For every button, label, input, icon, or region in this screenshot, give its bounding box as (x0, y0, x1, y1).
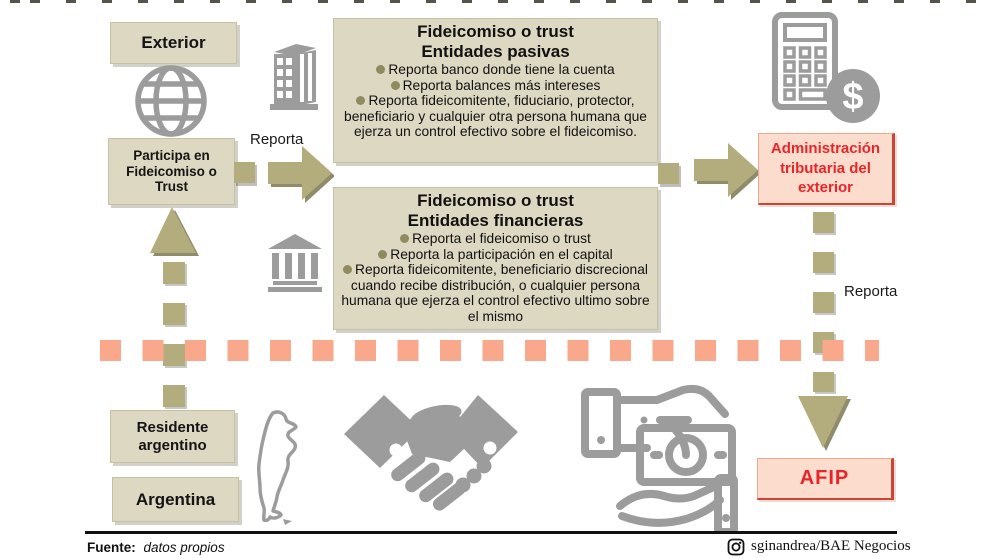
bullet-text: Reporta la participación en el capital (390, 246, 613, 262)
bank-icon (268, 234, 322, 292)
top-dashed-line (0, 0, 992, 3)
bullet-item: Reporta fideicomitente, fiduciario, prot… (338, 93, 653, 139)
credit-text: sginandrea/BAE Negocios (751, 538, 911, 554)
bullet-text: Reporta fideicomitente, beneficiario dis… (341, 262, 650, 324)
bullet-text: Reporta balances más intereses (402, 77, 601, 93)
reporta-label-right: Reporta (844, 283, 898, 300)
exterior-box: Exterior (110, 22, 237, 64)
argentina-box: Argentina (112, 477, 239, 522)
bullet-text: Reporta el fideicomiso o trust (412, 231, 591, 247)
dotted-connector-right (813, 212, 834, 392)
afip-label: AFIP (799, 467, 850, 489)
participa-box: Participa en Fideicomiso o Trust (108, 138, 235, 205)
source-label: Fuente: (87, 540, 136, 555)
arrow-down-icon (798, 396, 851, 451)
admin-tributaria-label: Administración tributaria del exterior (770, 140, 881, 197)
residente-label: Residente argentino (136, 418, 209, 454)
footer-rule (85, 531, 897, 534)
bullet-icon (400, 234, 410, 244)
source-line: Fuente: datos propios (87, 540, 225, 555)
entidades-pasivas-box: Fideicomiso o trust Entidades pasivas Re… (333, 18, 658, 163)
box-subtitle: Entidades financieras (407, 210, 584, 230)
connector-square-left (234, 162, 255, 183)
source-value: datos propios (143, 540, 225, 555)
argentina-map (256, 410, 298, 525)
participa-label: Participa en Fideicomiso o Trust (126, 147, 217, 195)
reporta-arrow-right-icon (694, 143, 760, 200)
reporta-label-left: Reporta (250, 131, 304, 148)
bullet-icon (343, 265, 353, 275)
bullet-item: Reporta fideicomitente, beneficiario dis… (338, 262, 653, 324)
arrow-up-icon (150, 207, 199, 256)
admin-tributaria-box: Administración tributaria del exterior (758, 133, 895, 205)
box-subtitle: Entidades pasivas (421, 41, 570, 61)
bullet-icon (376, 65, 386, 75)
bullet-icon (356, 96, 366, 106)
svg-text:$: $ (842, 76, 863, 118)
bullet-icon (378, 249, 388, 259)
bullet-icon (390, 80, 400, 90)
bullet-item: Reporta el fideicomiso o trust (338, 231, 653, 246)
calculator-icon: $ (772, 12, 880, 123)
dollar-icon (826, 69, 880, 123)
exterior-label: Exterior (141, 33, 206, 52)
connector-square-right (658, 163, 679, 184)
entidades-financieras-box: Fideicomiso o trust Entidades financiera… (333, 187, 658, 330)
afip-box: AFIP (757, 458, 894, 500)
bullet-item: Reporta la participación en el capital (338, 247, 653, 262)
border-dashed-line (100, 340, 879, 361)
bullet-text: Reporta fideicomitente, fiduciario, prot… (344, 93, 647, 140)
instagram-icon (727, 538, 745, 556)
box-title: Fideicomiso o trust (417, 22, 574, 41)
argentina-label: Argentina (135, 489, 216, 509)
money-transfer-icon (581, 384, 738, 534)
box-title: Fideicomiso o trust (417, 191, 574, 210)
handshake-icon (344, 395, 518, 511)
residente-box: Residente argentino (110, 410, 235, 463)
office-building-icon (270, 44, 318, 110)
bullet-item: Reporta banco donde tiene la cuenta (338, 62, 653, 77)
globe-icon (135, 65, 207, 137)
bullet-item: Reporta balances más intereses (338, 78, 653, 93)
dotted-connector-left (163, 262, 185, 409)
reporta-arrow-left-icon (268, 146, 334, 203)
bullet-text: Reporta banco donde tiene la cuenta (388, 62, 615, 78)
